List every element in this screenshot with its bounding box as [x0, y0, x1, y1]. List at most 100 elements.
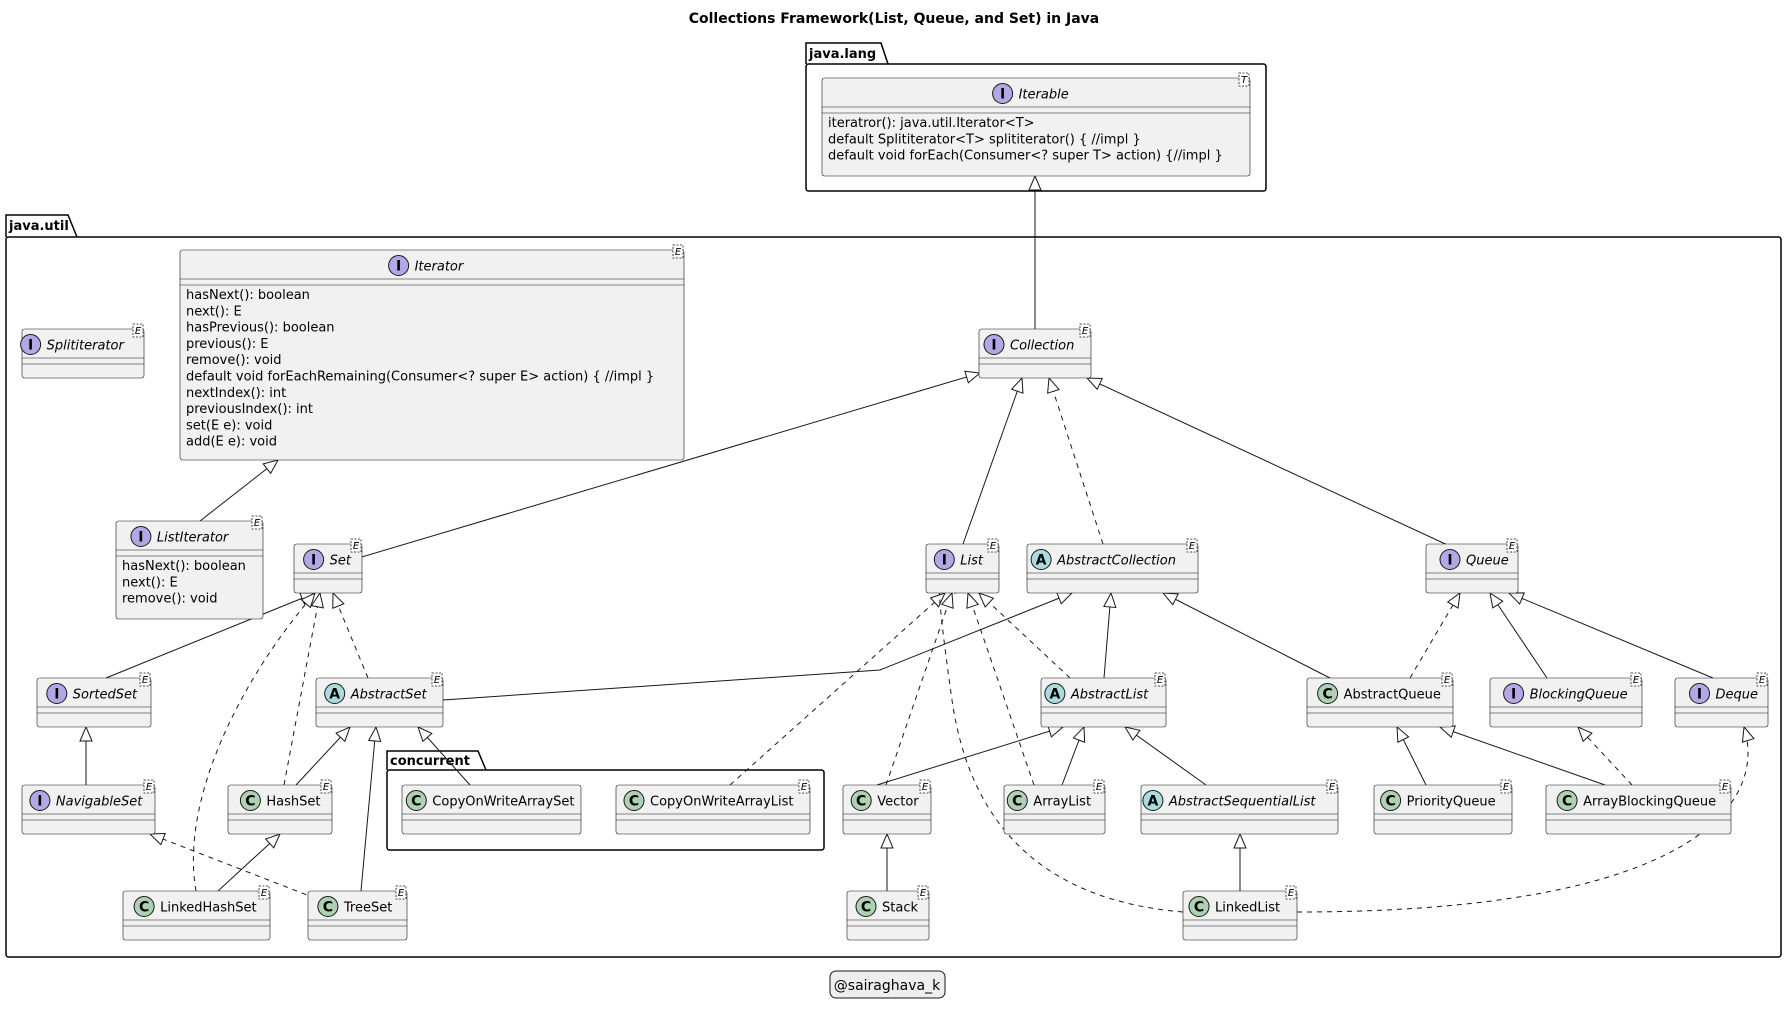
generic-param-box — [350, 538, 362, 553]
type-name: Deque — [1716, 688, 1759, 703]
edge-arrayblockingqueue-to-abstractqueue — [1440, 727, 1606, 786]
generic-param: T — [1241, 75, 1248, 86]
type-badge-abstractsequentiallist — [1142, 790, 1164, 811]
type-badge-collection — [983, 334, 1005, 355]
generic-param: E — [146, 782, 153, 793]
generic-param-box — [917, 885, 929, 900]
package-label: java.lang — [808, 47, 876, 62]
type-name: HashSet — [266, 795, 320, 810]
generic-param-box — [395, 885, 407, 900]
type-badge-iterable — [992, 83, 1014, 104]
generic-param: E — [990, 541, 997, 552]
generic-param-box — [251, 515, 263, 530]
generic-param: E — [1722, 782, 1729, 793]
type-badge-letter: A — [1036, 553, 1047, 569]
edge-copyonwritearraylist-to-list — [729, 593, 945, 786]
type-name: Queue — [1466, 554, 1509, 569]
generic-param-box — [143, 779, 155, 794]
edge-treeset-to-abstractset — [360, 727, 376, 892]
generic-param: E — [1509, 541, 1516, 552]
edge-sortedset-to-set — [105, 593, 315, 679]
type-badge-stack — [855, 896, 877, 917]
generic-param-box — [139, 672, 151, 687]
type-name: ArrayList — [1033, 795, 1091, 810]
generic-param-box — [987, 538, 999, 553]
type-badge-navigableset — [29, 790, 51, 811]
package-java-util: java.util — [5, 214, 1782, 958]
package-frame — [805, 63, 1267, 192]
generic-param-box — [1186, 538, 1198, 553]
member-iterator: add(E e): void — [186, 435, 277, 450]
type-name: LinkedList — [1215, 901, 1280, 916]
generic-param-box — [1238, 72, 1250, 87]
edge-vector-to-abstractlist — [876, 727, 1063, 786]
edge-hashset-to-abstractset — [295, 727, 350, 786]
edge-priorityqueue-to-abstractqueue — [1397, 727, 1427, 786]
edge-abstractlist-to-abstractcollection — [1104, 593, 1111, 679]
member-iterable: iteratror(): java.util.Iterator<T> — [828, 116, 1035, 131]
type-badge-letter: C — [1012, 794, 1022, 810]
type-badge-abstractqueue — [1317, 683, 1339, 704]
member-iterator: hasPrevious(): boolean — [186, 321, 335, 336]
generic-param: E — [920, 888, 927, 899]
relationship-edges — [86, 176, 1748, 913]
type-name: AbstractSequentialList — [1168, 795, 1316, 810]
generic-param-box — [919, 779, 931, 794]
type-badge-abstractlist — [1044, 683, 1066, 704]
type-badge-letter: C — [139, 900, 149, 916]
member-iterator: set(E e): void — [186, 418, 272, 433]
type-badge-letter: I — [1000, 87, 1005, 103]
type-badge-listiterator — [130, 526, 152, 547]
type-badge-letter: I — [138, 530, 143, 546]
package-tab — [805, 42, 889, 65]
generic-param: E — [675, 247, 682, 258]
type-badge-letter: C — [245, 794, 255, 810]
generic-param-box — [1154, 672, 1166, 687]
type-badge-letter: A — [1147, 794, 1158, 810]
type-name: Vector — [877, 795, 919, 810]
edge-linkedlist-to-deque — [1296, 727, 1748, 913]
type-badge-letter: C — [856, 794, 866, 810]
package-concurrent: concurrent — [386, 750, 825, 851]
generic-param: E — [1633, 675, 1640, 686]
generic-param: E — [398, 888, 405, 899]
package-tab — [386, 750, 487, 771]
type-badge-copyonwritearraylist — [623, 790, 645, 811]
type-badge-sortedset — [46, 683, 68, 704]
type-badge-letter: I — [991, 338, 996, 354]
package-frame — [386, 769, 825, 851]
generic-param-box — [320, 779, 332, 794]
type-badge-letter: I — [28, 338, 33, 354]
generic-param: E — [1503, 782, 1510, 793]
type-badge-letter: I — [1447, 553, 1452, 569]
type-name: NavigableSet — [56, 795, 143, 810]
